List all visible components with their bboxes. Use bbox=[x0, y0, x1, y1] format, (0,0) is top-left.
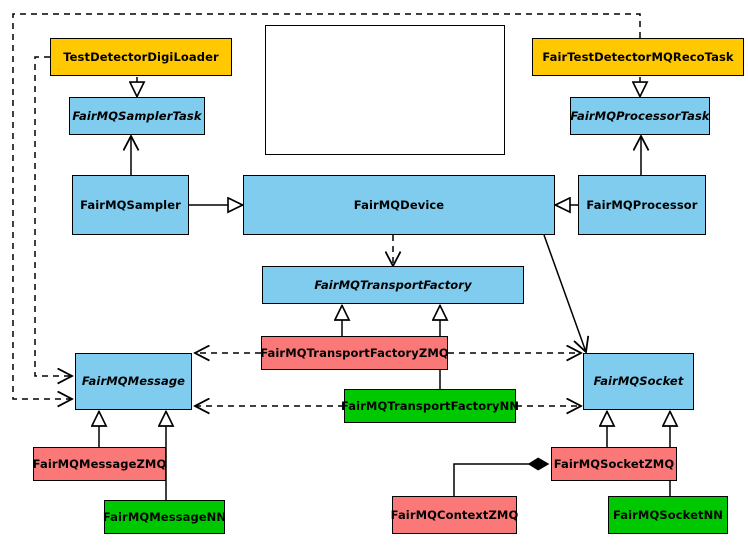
class-node-fairmqsocketzmq[interactable]: FairMQSocketZMQ bbox=[551, 447, 677, 481]
class-node-fairmqtransportfactoryzmq[interactable]: FairMQTransportFactoryZMQ bbox=[260, 336, 449, 370]
class-node-fairmqprocessortask[interactable]: FairMQProcessorTask bbox=[570, 97, 710, 135]
class-node-fairmqtransportfactorynn[interactable]: FairMQTransportFactoryNN bbox=[341, 389, 519, 423]
edge-digiloader-to-message bbox=[34, 56, 72, 376]
class-node-fairmqsocket[interactable]: FairMQSocket bbox=[583, 353, 694, 410]
class-node-fairmqsamplertask[interactable]: FairMQSamplerTask bbox=[69, 97, 205, 135]
edge-device-to-socket bbox=[543, 234, 586, 352]
edge-contextzmq-to-socketzmq bbox=[453, 464, 548, 496]
class-node-fairmqmessage[interactable]: FairMQMessage bbox=[75, 353, 192, 410]
legend bbox=[265, 25, 505, 155]
class-node-fairmqtransportfactory[interactable]: FairMQTransportFactory bbox=[262, 266, 524, 304]
class-node-fairmqmessagezmq[interactable]: FairMQMessageZMQ bbox=[33, 447, 166, 481]
class-node-fairtestdetectormqrecotask[interactable]: FairTestDetectorMQRecoTask bbox=[532, 38, 744, 76]
class-node-fairmqsocketnn[interactable]: FairMQSocketNN bbox=[608, 496, 728, 534]
class-node-fairmqcontextzmq[interactable]: FairMQContextZMQ bbox=[391, 496, 518, 534]
class-node-fairmqprocessor[interactable]: FairMQProcessor bbox=[578, 175, 706, 235]
class-node-fairmqsampler[interactable]: FairMQSampler bbox=[72, 175, 189, 235]
class-node-fairmqmessagenn[interactable]: FairMQMessageNN bbox=[103, 500, 226, 534]
class-node-fairmqdevice[interactable]: FairMQDevice bbox=[243, 175, 555, 235]
class-node-testdetectordigiloader[interactable]: TestDetectorDigiLoader bbox=[50, 38, 232, 76]
